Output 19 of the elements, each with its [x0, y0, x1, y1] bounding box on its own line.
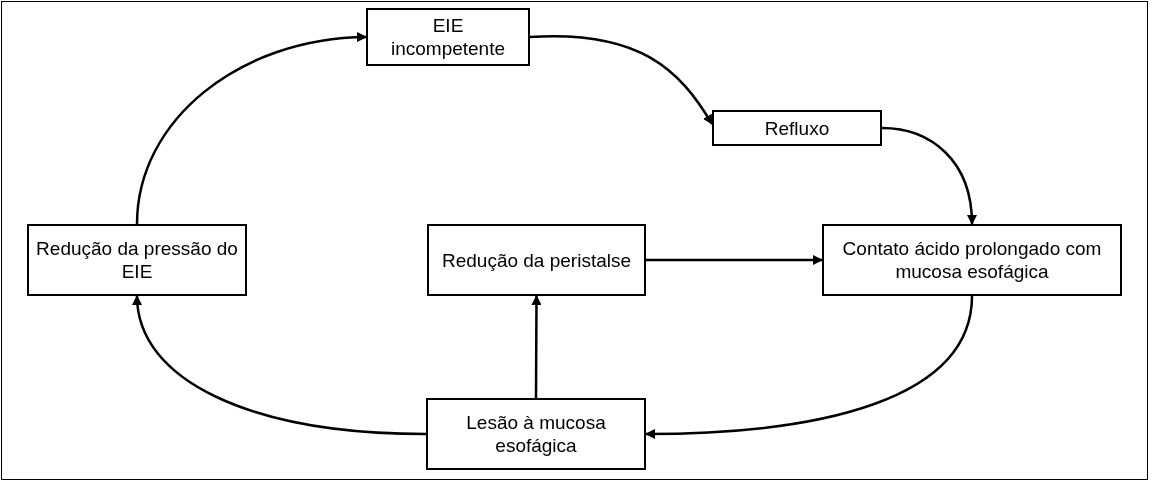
- arrow: [135, 32, 367, 225]
- arrow: [531, 295, 542, 398]
- box-label: Redução da pressão do EIE: [35, 237, 239, 283]
- box-label: Redução da peristalse: [440, 248, 633, 272]
- arrow: [881, 126, 977, 225]
- process-box: [27, 224, 247, 296]
- box-label: Refluxo: [763, 116, 831, 140]
- process-box: [366, 8, 530, 66]
- process-box: [712, 110, 882, 146]
- process-box: [822, 224, 1122, 296]
- process-box: [426, 398, 646, 470]
- arrow: [646, 255, 823, 265]
- arrow: [529, 35, 714, 125]
- arrow: [133, 295, 427, 436]
- box-label: Contato ácido prolongado com mucosa esofágica: [841, 237, 1103, 283]
- process-box: [427, 224, 646, 296]
- box-label: EIE incompetente: [389, 14, 507, 60]
- box-label: Lesão à mucosa esofágica: [465, 411, 607, 457]
- arrow: [645, 295, 974, 439]
